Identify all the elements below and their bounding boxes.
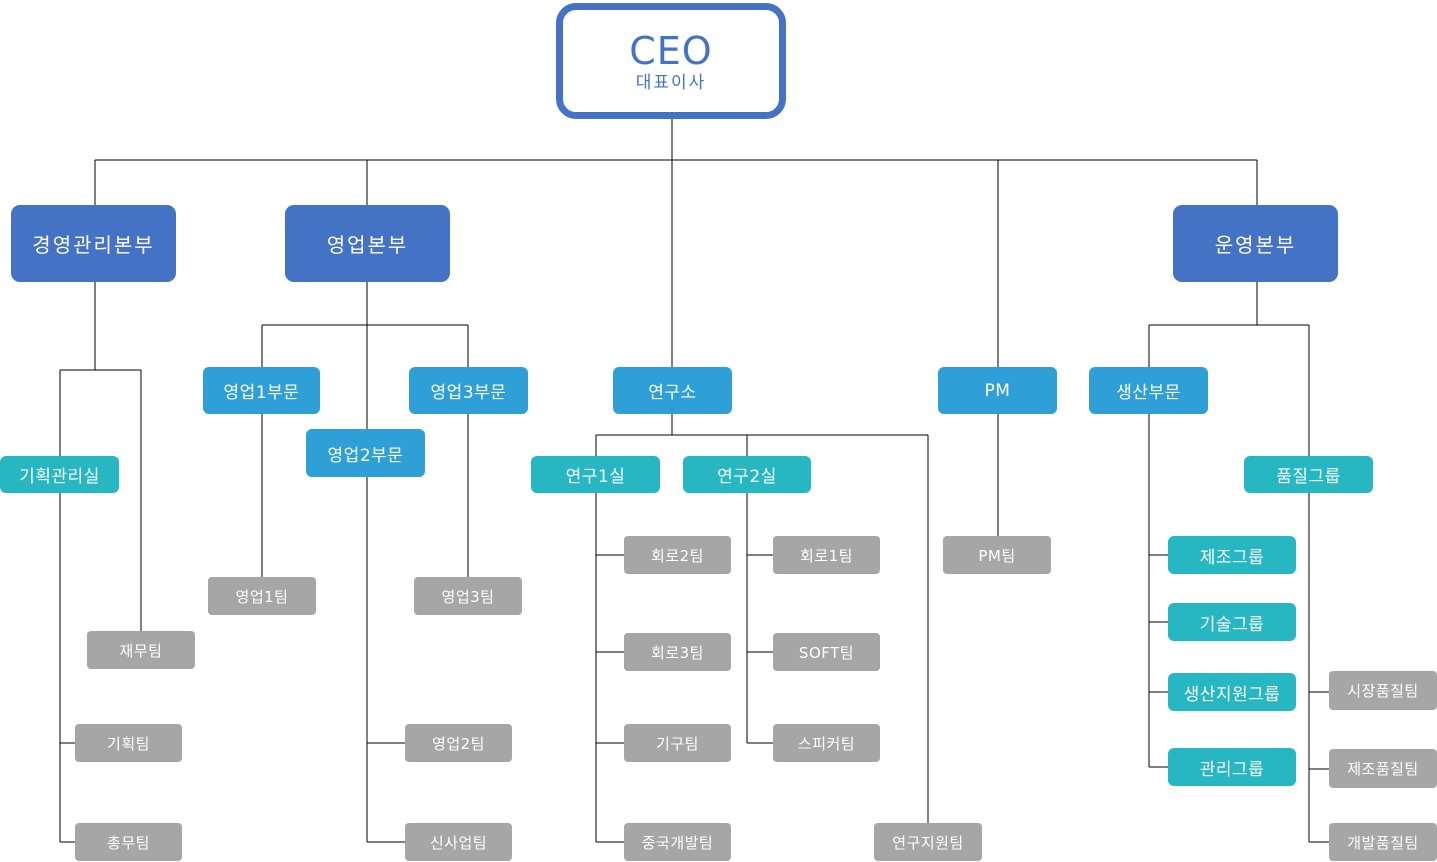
department-pm: PM <box>938 367 1057 414</box>
group-quality: 품질그룹 <box>1244 456 1373 493</box>
group-technology: 기술그룹 <box>1168 603 1296 641</box>
department-sales1: 영업1부문 <box>203 367 320 414</box>
team-sales3: 영업3팀 <box>414 577 522 615</box>
group-manufacturing: 제조그룹 <box>1168 536 1296 574</box>
team-circuit2: 회로2팀 <box>624 536 731 574</box>
department-production: 생산부문 <box>1089 367 1208 414</box>
department-research-institute: 연구소 <box>613 367 732 414</box>
team-new-business: 신사업팀 <box>405 823 512 861</box>
division-sales: 영업본부 <box>285 205 450 282</box>
group-administration: 관리그룹 <box>1168 748 1296 786</box>
team-circuit3: 회로3팀 <box>624 633 731 671</box>
team-sales1: 영업1팀 <box>208 577 316 615</box>
division-management: 경영관리본부 <box>11 205 176 282</box>
ceo-title: CEO <box>629 29 713 73</box>
team-mechanical: 기구팀 <box>624 724 731 762</box>
team-market-quality: 시장품질팀 <box>1329 671 1437 710</box>
team-planning: 기획팀 <box>75 724 182 762</box>
division-operations: 운영본부 <box>1173 205 1338 282</box>
team-finance: 재무팀 <box>87 631 195 669</box>
ceo-subtitle: 대표이사 <box>635 73 707 93</box>
team-general-affairs: 총무팀 <box>75 823 182 861</box>
team-sales2: 영업2팀 <box>405 724 512 762</box>
group-lab2: 연구2실 <box>683 456 811 493</box>
team-pm: PM팀 <box>943 536 1051 574</box>
group-production-support: 생산지원그룹 <box>1168 673 1296 711</box>
team-speaker: 스피커팀 <box>773 724 880 762</box>
team-research-support: 연구지원팀 <box>874 823 982 861</box>
team-circuit1: 회로1팀 <box>773 536 880 574</box>
team-manufacturing-quality: 제조품질팀 <box>1329 749 1437 788</box>
team-china-dev: 중국개발팀 <box>624 823 731 861</box>
group-lab1: 연구1실 <box>531 456 660 493</box>
team-development-quality: 개발품질팀 <box>1329 823 1437 861</box>
department-sales3: 영업3부문 <box>409 367 528 414</box>
team-software: SOFT팀 <box>773 633 880 671</box>
department-sales2: 영업2부문 <box>306 429 425 477</box>
group-planning-office: 기획관리실 <box>0 456 119 493</box>
ceo-node: CEO 대표이사 <box>556 3 786 119</box>
